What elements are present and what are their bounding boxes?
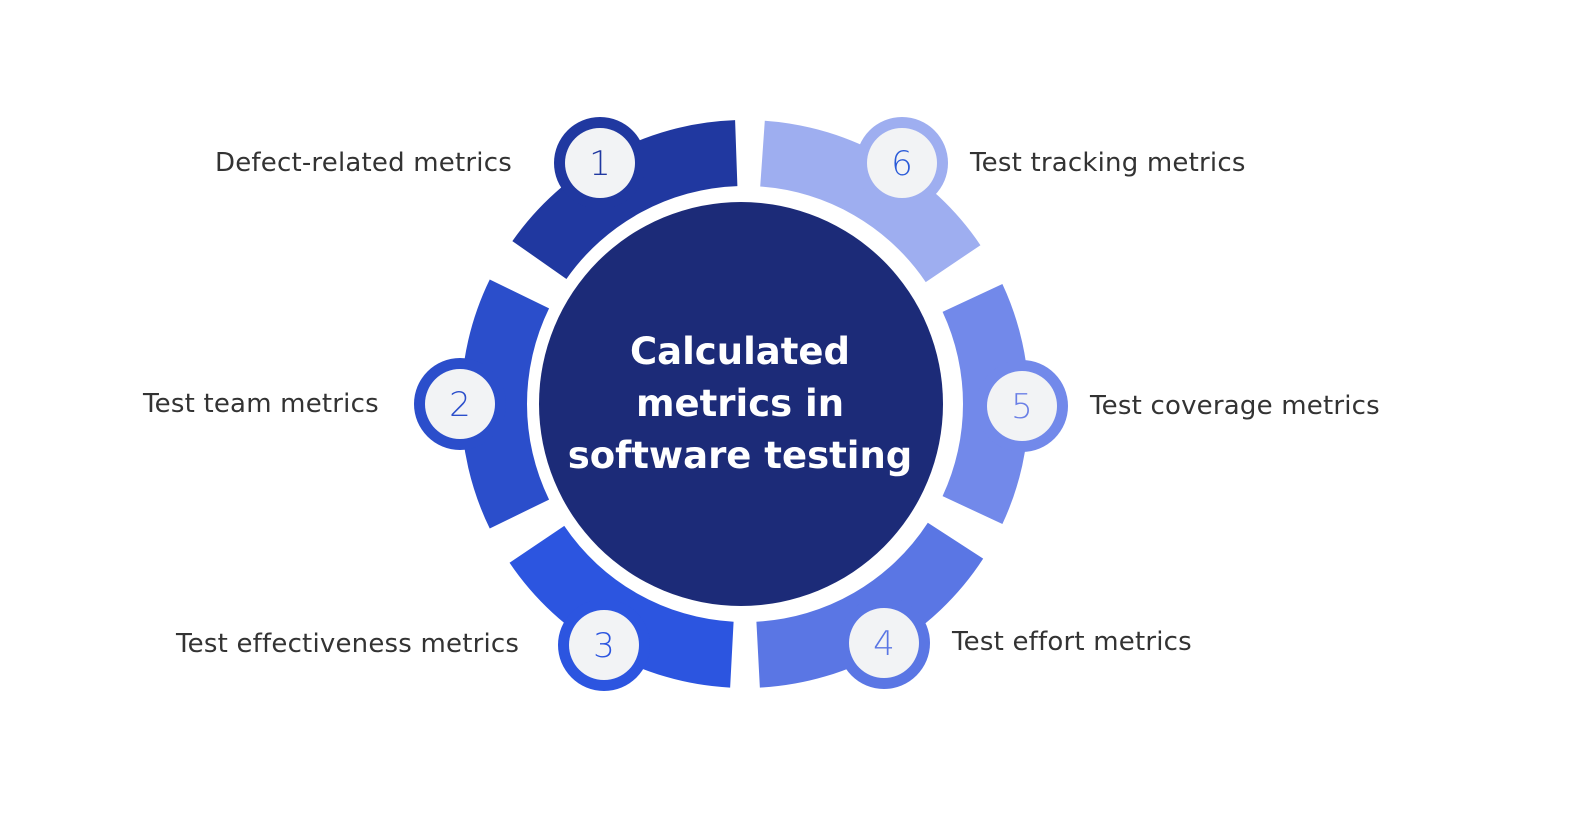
badge-2: 2 — [414, 358, 506, 450]
label-test-effort: Test effort metrics — [952, 627, 1192, 657]
badge-inner — [987, 371, 1057, 441]
badge-number: 6 — [891, 144, 913, 184]
badge-4: 4 — [838, 597, 930, 689]
badge-number: 2 — [449, 385, 471, 425]
badge-number: 5 — [1011, 387, 1033, 427]
number-badges: 1 2 3 4 5 6 — [414, 117, 1068, 691]
badge-inner — [849, 608, 919, 678]
badge-5: 5 — [976, 360, 1068, 452]
label-test-effectiveness: Test effectiveness metrics — [176, 629, 520, 659]
center-title-line-1: Calculated — [630, 330, 850, 373]
badge-number: 1 — [589, 144, 611, 184]
badge-inner — [867, 128, 937, 198]
center-title: Calculated metrics in software testing — [540, 326, 940, 482]
badge-inner — [569, 610, 639, 680]
badge-6: 6 — [856, 117, 948, 209]
badge-number: 3 — [593, 626, 615, 666]
badge-1: 1 — [554, 117, 646, 209]
center-circle — [539, 202, 943, 606]
center-title-line-2: metrics in — [635, 382, 845, 425]
label-test-coverage: Test coverage metrics — [1090, 391, 1380, 421]
label-defect-related: Defect-related metrics — [215, 148, 512, 178]
badge-inner — [565, 128, 635, 198]
label-test-tracking: Test tracking metrics — [970, 148, 1246, 178]
center-title-line-3: software testing — [567, 434, 913, 477]
badge-inner — [425, 369, 495, 439]
segment-test-tracking — [760, 120, 981, 283]
badge-3: 3 — [558, 599, 650, 691]
label-test-team: Test team metrics — [143, 389, 379, 419]
badge-number: 4 — [873, 624, 895, 664]
